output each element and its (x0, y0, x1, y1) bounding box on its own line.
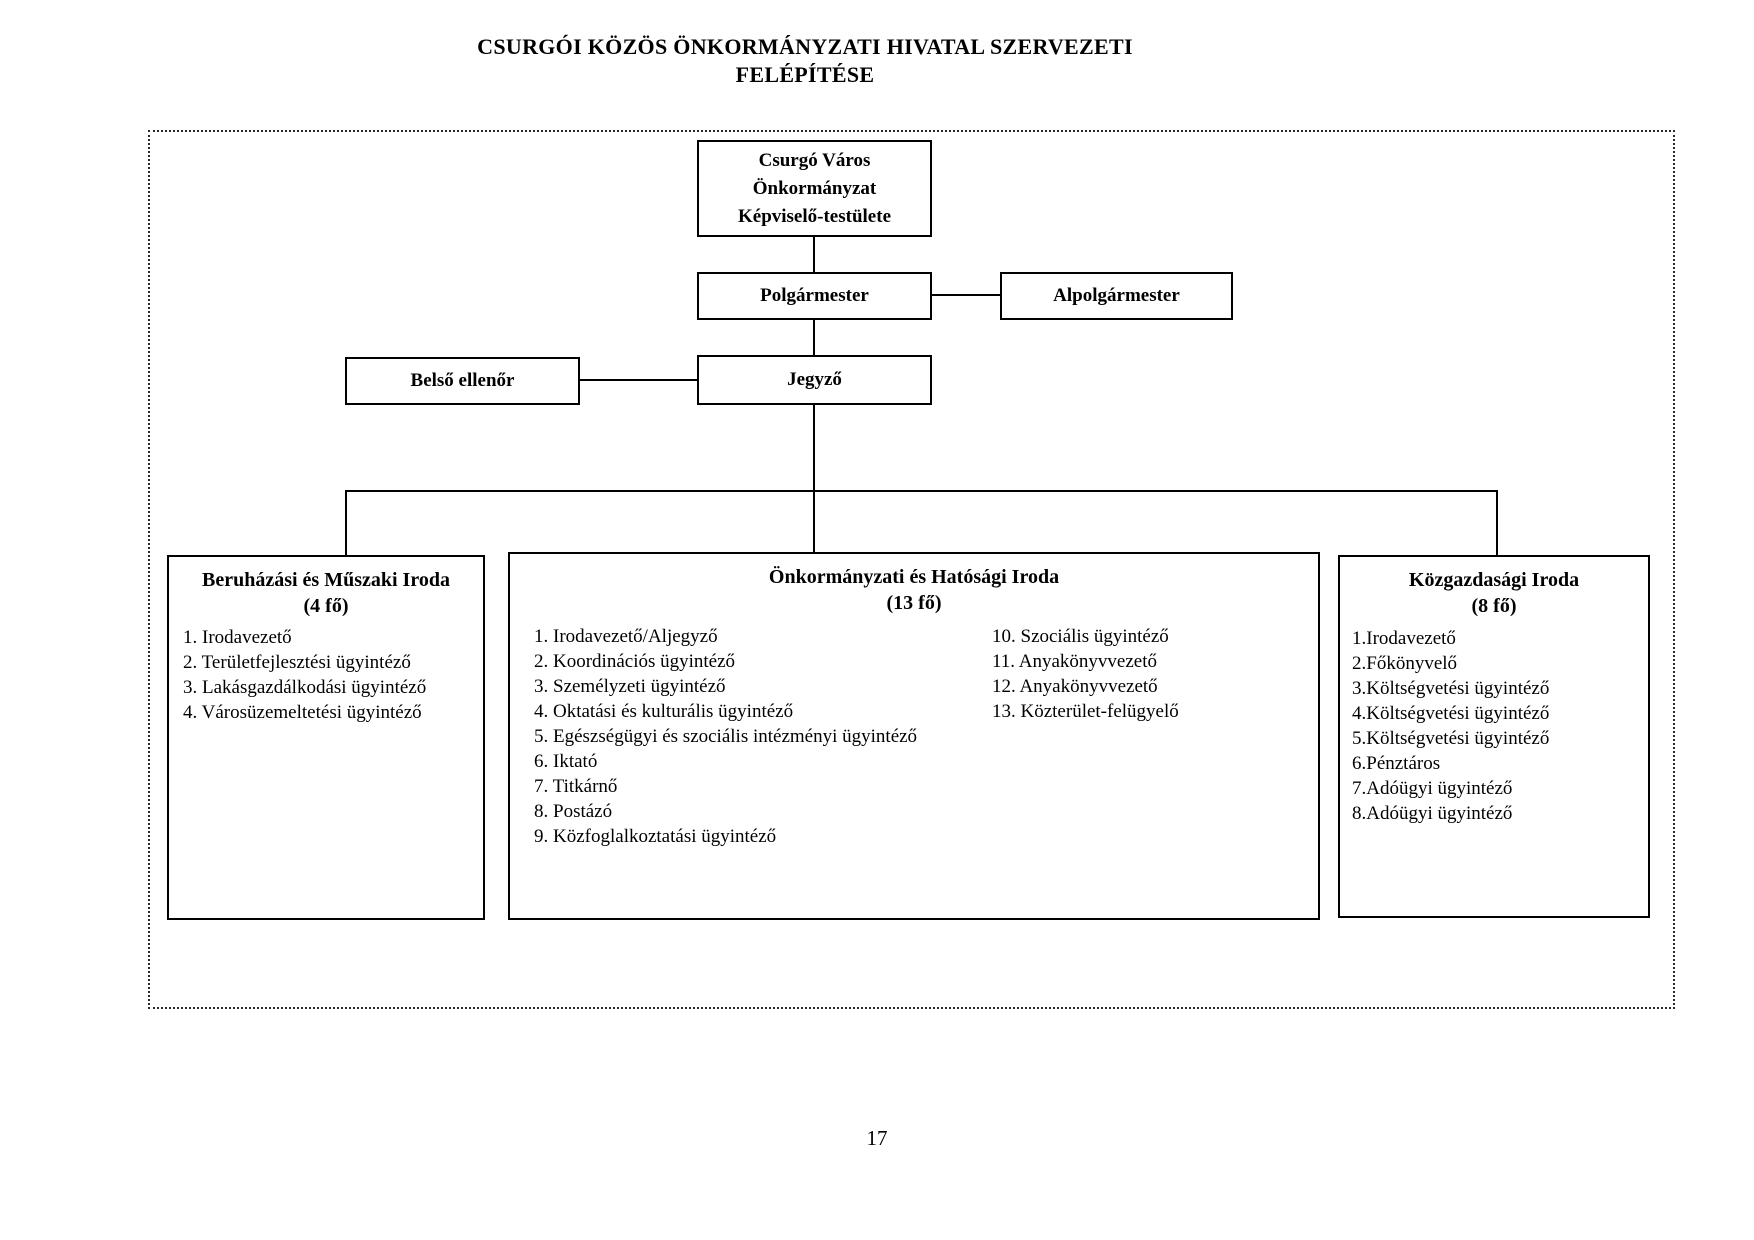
list-line: 4. Városüzemeltetési ügyintéző (183, 702, 422, 723)
node-internal-auditor-label: Belső ellenőr (410, 370, 515, 391)
list-line: 1. Irodavezető/Aljegyző (534, 626, 718, 647)
list-line: 10. Szociális ügyintéző (992, 626, 1169, 647)
node-mayor: Polgármester (697, 272, 932, 320)
connector-branch-right-drop (1496, 490, 1498, 555)
list-line: 8.Adóügyi ügyintéző (1352, 803, 1513, 824)
connector-branch-horizontal (345, 490, 1498, 492)
list-line: 4.Költségvetési ügyintéző (1352, 703, 1550, 724)
list-line: 2.Főkönyvelő (1352, 653, 1458, 674)
node-notary: Jegyző (697, 355, 932, 405)
office-municipal-authority-name: Önkormányzati és Hatósági Iroda (768, 566, 1060, 588)
office-investment-technical-headcount: (4 fő) (303, 595, 349, 617)
office-economic-name: Közgazdasági Iroda (1408, 569, 1580, 591)
office-investment-technical: Beruházási és Műszaki Iroda (4 fő) 1. Ir… (167, 555, 485, 920)
office-economic-staff-list: 1.Irodavezető 2.Főkönyvelő 3.Költségvetési… (1340, 619, 1648, 826)
office-investment-technical-header: Beruházási és Műszaki Iroda (4 fő) (169, 557, 483, 619)
office-municipal-authority: Önkormányzati és Hatósági Iroda (13 fő) … (508, 552, 1320, 920)
list-line: 13. Közterület-felügyelő (992, 701, 1179, 722)
list-line: Csurgó Város (758, 149, 871, 171)
office-economic-header: Közgazdasági Iroda (8 fő) (1340, 557, 1648, 619)
office-municipal-authority-header: Önkormányzati és Hatósági Iroda (13 fő) (510, 554, 1318, 616)
node-mayor-label: Polgármester (760, 285, 869, 306)
list-line: 7.Adóügyi ügyintéző (1352, 778, 1513, 799)
node-notary-label: Jegyző (787, 369, 842, 390)
list-line: 5.Költségvetési ügyintéző (1352, 728, 1550, 749)
list-line: 1.Irodavezető (1352, 628, 1456, 649)
list-line: 3. Lakásgazdálkodási ügyintéző (183, 677, 427, 698)
list-line: 2. Koordinációs ügyintéző (534, 651, 736, 672)
office-economic-headcount: (8 fő) (1471, 595, 1517, 617)
list-line: 2. Területfejlesztési ügyintéző (183, 652, 411, 673)
page-number: 17 (866, 1126, 888, 1150)
office-investment-technical-staff-list: 1. Irodavezető 2. Területfejlesztési ügyi… (169, 619, 483, 725)
list-line: 7. Titkárnő (534, 776, 618, 797)
list-line: 3. Személyzeti ügyintéző (534, 676, 726, 697)
list-line: 8. Postázó (534, 801, 613, 822)
list-line: FELÉPÍTÉSE (735, 62, 875, 87)
list-line: 5. Egészségügyi és szociális intézményi … (534, 726, 918, 747)
list-line: CSURGÓI KÖZÖS ÖNKORMÁNYZATI HIVATAL SZER… (477, 34, 1133, 59)
connector-mayor-notary (813, 320, 815, 355)
list-line: 6. Iktató (534, 751, 598, 772)
office-municipal-authority-staff-col1: 1. Irodavezető/Aljegyző 2. Koordinációs ü… (534, 624, 917, 849)
org-chart-frame (148, 130, 1675, 1009)
list-line: 1. Irodavezető (183, 627, 292, 648)
office-municipal-authority-staff-col2: 10. Szociális ügyintéző 11. Anyakönyvveze… (992, 624, 1179, 724)
list-line: 12. Anyakönyvvezető (992, 676, 1158, 697)
office-economic: Közgazdasági Iroda (8 fő) 1.Irodavezető 2… (1338, 555, 1650, 918)
list-line: 6.Pénztáros (1352, 753, 1441, 774)
office-municipal-authority-headcount: (13 fő) (886, 592, 942, 614)
node-deputy-mayor-label: Alpolgármester (1053, 285, 1180, 306)
node-deputy-mayor: Alpolgármester (1000, 272, 1233, 320)
list-line: Képviselő-testülete (737, 205, 891, 227)
list-line: 11. Anyakönyvvezető (992, 651, 1157, 672)
list-line: Önkormányzat (752, 177, 877, 199)
connector-notary-branch (813, 405, 815, 553)
list-line: 9. Közfoglalkoztatási ügyintéző (534, 826, 777, 847)
office-investment-technical-name: Beruházási és Műszaki Iroda (202, 569, 450, 591)
connector-board-mayor (813, 237, 815, 272)
list-line: 3.Költségvetési ügyintéző (1352, 678, 1550, 699)
list-line: 4. Oktatási és kulturális ügyintéző (534, 701, 794, 722)
connector-auditor-notary (580, 379, 697, 381)
connector-branch-left-drop (345, 490, 347, 555)
node-internal-auditor: Belső ellenőr (345, 357, 580, 405)
page-title: CSURGÓI KÖZÖS ÖNKORMÁNYZATI HIVATAL SZER… (0, 33, 1610, 89)
connector-mayor-deputy (932, 294, 1000, 296)
